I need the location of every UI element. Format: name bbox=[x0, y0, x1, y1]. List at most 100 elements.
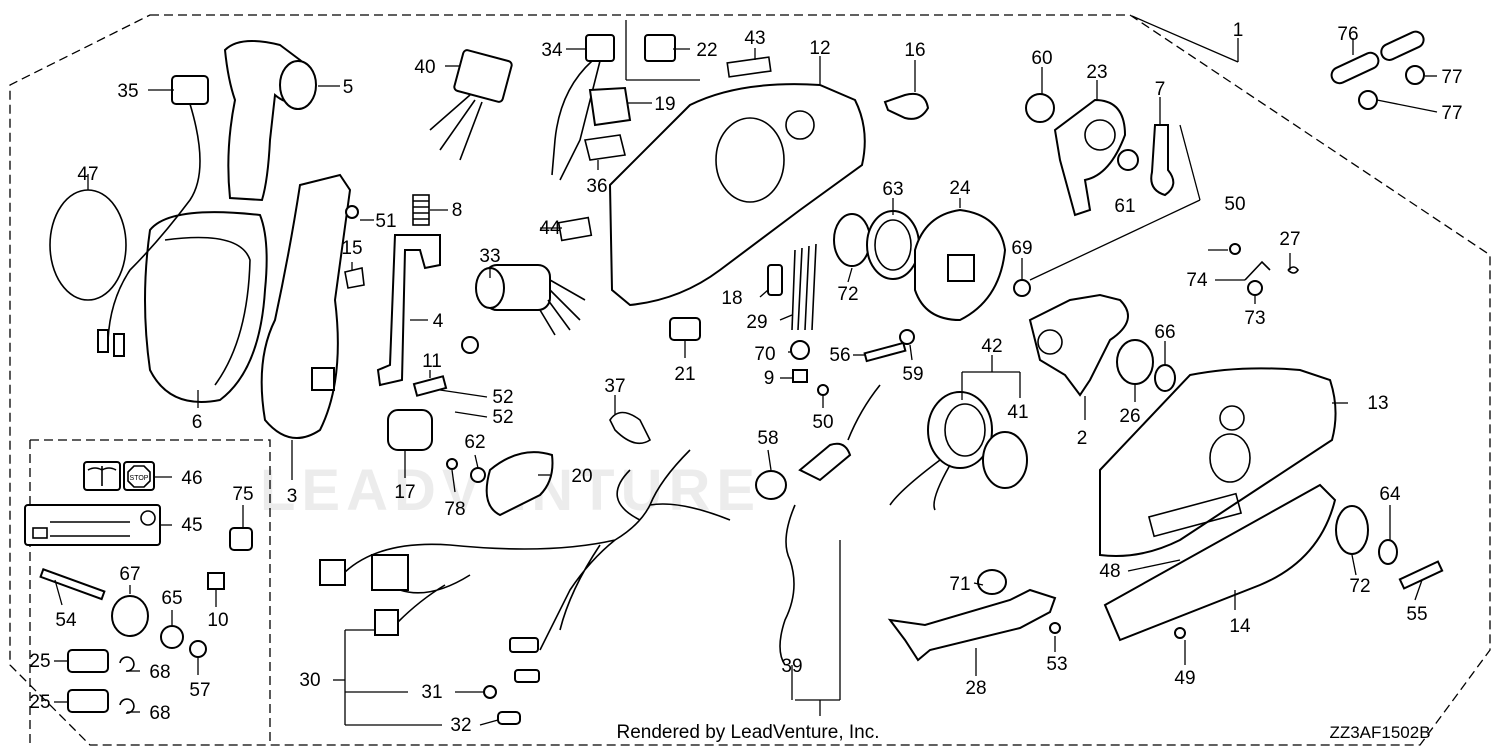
part-cover-41 bbox=[982, 431, 1028, 489]
callout-13: 13 bbox=[1367, 393, 1388, 414]
inset-box bbox=[30, 439, 271, 745]
callout-67: 67 bbox=[119, 564, 140, 585]
part-o-ring bbox=[49, 189, 127, 301]
part-lever-hub bbox=[311, 367, 335, 391]
callout-77a: 77 bbox=[1441, 67, 1462, 88]
callout-16: 16 bbox=[904, 40, 925, 61]
part-connector-b bbox=[371, 554, 409, 591]
credit-text: Rendered by LeadVenture, Inc. bbox=[616, 722, 879, 743]
part-washer-65 bbox=[160, 625, 184, 649]
part-clamp-2 bbox=[1358, 90, 1378, 110]
callout-22: 22 bbox=[696, 40, 717, 61]
callout-36: 36 bbox=[586, 176, 607, 197]
part-cam-hole bbox=[1084, 119, 1116, 151]
callout-31: 31 bbox=[421, 682, 442, 703]
part-bolt-54 bbox=[39, 568, 106, 601]
callout-44: 44 bbox=[539, 218, 561, 239]
diagram-border bbox=[9, 14, 1491, 746]
part-clamp-1 bbox=[1405, 65, 1425, 85]
callout-40: 40 bbox=[414, 57, 435, 78]
part-seal-72 bbox=[833, 213, 871, 267]
callout-28: 28 bbox=[965, 678, 986, 699]
callout-10: 10 bbox=[207, 610, 228, 631]
part-switch-42-wire bbox=[889, 459, 951, 511]
part-handle-end bbox=[279, 60, 317, 110]
callout-58: 58 bbox=[757, 428, 778, 449]
part-side-plate bbox=[1099, 367, 1337, 557]
part-decal-45-lines bbox=[50, 521, 130, 537]
callouts: 1 2 3 4 5 6 7 8 9 10 11 12 13 14 15 16 1… bbox=[29, 20, 1462, 743]
part-lever-7 bbox=[1150, 124, 1175, 197]
callout-77b: 77 bbox=[1441, 103, 1462, 124]
callout-65: 65 bbox=[161, 588, 182, 609]
part-module bbox=[453, 49, 513, 103]
part-block-10 bbox=[207, 572, 225, 590]
callout-56: 56 bbox=[829, 345, 850, 366]
callout-70: 70 bbox=[754, 344, 775, 365]
part-housing-boss bbox=[785, 110, 815, 140]
part-washer-61 bbox=[1117, 149, 1139, 171]
part-switch-connector-1 bbox=[97, 329, 109, 353]
part-wire-harness bbox=[344, 449, 731, 651]
part-switch-connector-2 bbox=[113, 333, 125, 357]
part-bushing-71 bbox=[977, 569, 1007, 595]
credit-background bbox=[592, 716, 904, 744]
part-ignition-wires bbox=[539, 279, 586, 336]
callout-2: 2 bbox=[1077, 428, 1088, 449]
callout-25b: 25 bbox=[29, 692, 50, 713]
part-fitting bbox=[883, 92, 930, 120]
callout-37: 37 bbox=[604, 376, 625, 397]
part-side-plate-slot bbox=[1147, 492, 1243, 538]
callout-55: 55 bbox=[1406, 604, 1427, 625]
part-block-9 bbox=[792, 369, 808, 383]
callout-72b: 72 bbox=[1349, 576, 1370, 597]
callout-73: 73 bbox=[1244, 308, 1265, 329]
callout-59: 59 bbox=[902, 364, 923, 385]
callout-53: 53 bbox=[1046, 654, 1067, 675]
part-switch-wire bbox=[107, 103, 201, 341]
part-link-hole bbox=[1037, 329, 1063, 355]
stop-sign-icon bbox=[127, 465, 151, 488]
callout-3: 3 bbox=[287, 486, 298, 507]
part-spring bbox=[412, 194, 430, 226]
part-clip-68b bbox=[119, 698, 135, 714]
part-pin-74 bbox=[1244, 260, 1271, 281]
callout-45: 45 bbox=[181, 515, 202, 536]
part-joint-25b bbox=[67, 689, 109, 713]
stop-sign-label: STOP bbox=[130, 475, 149, 482]
callout-6: 6 bbox=[192, 412, 203, 433]
callout-17: 17 bbox=[394, 482, 415, 503]
part-switch-34-wire bbox=[551, 60, 601, 181]
callout-20: 20 bbox=[571, 466, 592, 487]
leader-lines bbox=[54, 15, 1438, 726]
part-screw-50b bbox=[1229, 243, 1241, 255]
part-nut-60 bbox=[1025, 93, 1055, 123]
part-bolt-56 bbox=[863, 341, 907, 363]
part-screw-51 bbox=[345, 205, 359, 219]
part-label-44 bbox=[557, 216, 593, 242]
callout-51: 51 bbox=[375, 211, 396, 232]
part-bolt-55 bbox=[1398, 560, 1444, 590]
callout-42: 42 bbox=[981, 336, 1002, 357]
part-nut-57 bbox=[189, 640, 207, 658]
part-screw-31 bbox=[483, 685, 497, 699]
callout-71: 71 bbox=[949, 574, 970, 595]
callout-63: 63 bbox=[882, 179, 903, 200]
callout-75: 75 bbox=[232, 484, 253, 505]
part-cover-plate bbox=[1103, 483, 1337, 642]
callout-29: 29 bbox=[746, 312, 767, 333]
part-gasket bbox=[584, 134, 626, 161]
part-lever-28 bbox=[887, 588, 1057, 662]
part-grommet bbox=[669, 317, 701, 341]
part-bracket bbox=[376, 234, 441, 387]
part-collar bbox=[1013, 279, 1031, 297]
callout-11: 11 bbox=[422, 351, 442, 372]
part-plug-75 bbox=[229, 527, 253, 551]
part-label-43 bbox=[726, 56, 772, 78]
callout-72a: 72 bbox=[837, 284, 858, 305]
part-cap-73 bbox=[1247, 280, 1263, 296]
part-cap-32 bbox=[497, 711, 521, 725]
callout-24: 24 bbox=[949, 178, 971, 199]
callout-43: 43 bbox=[744, 28, 765, 49]
